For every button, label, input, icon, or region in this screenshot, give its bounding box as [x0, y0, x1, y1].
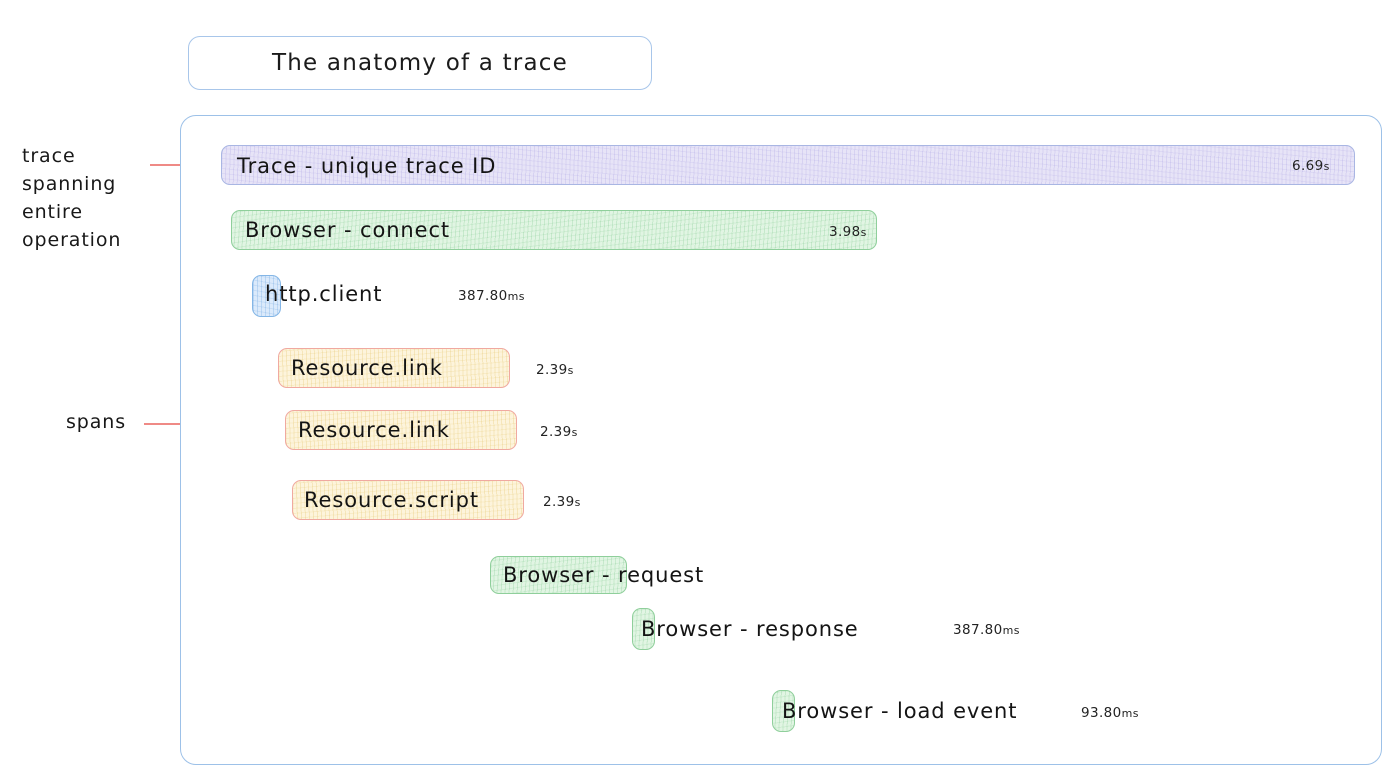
trace-annotation-leader-line	[150, 164, 194, 166]
span-duration-resource-link-1: 2.39s	[536, 362, 574, 378]
page-title: The anatomy of a trace	[272, 50, 568, 76]
span-duration-unit-browser-response: ms	[1002, 624, 1020, 637]
span-label-resource-link-1: Resource.link	[291, 356, 443, 380]
span-duration-value-resource-link-1: 2.39	[536, 362, 568, 378]
span-duration-unit-browser-load-event: ms	[1121, 707, 1139, 720]
span-duration-value-http-client: 387.80	[458, 288, 508, 304]
span-duration-browser-load-event: 93.80ms	[1081, 705, 1139, 721]
span-duration-value-trace-root: 6.69	[1292, 158, 1324, 174]
span-duration-http-client: 387.80ms	[458, 288, 525, 304]
span-bar-resource-link-1[interactable]	[278, 348, 510, 388]
span-duration-unit-http-client: ms	[507, 290, 525, 303]
span-duration-value-browser-response: 387.80	[953, 622, 1003, 638]
span-duration-unit-resource-link-1: s	[567, 364, 574, 377]
span-label-trace-root: Trace - unique trace ID	[237, 154, 497, 178]
span-label-browser-request: Browser - request	[503, 563, 705, 587]
span-duration-unit-trace-root: s	[1323, 160, 1330, 173]
span-label-http-client: http.client	[265, 282, 383, 306]
span-duration-value-resource-script: 2.39	[543, 494, 575, 510]
span-duration-browser-response: 387.80ms	[953, 622, 1020, 638]
diagram-title-card: The anatomy of a trace	[188, 36, 652, 90]
span-duration-resource-script: 2.39s	[543, 494, 581, 510]
span-duration-browser-connect: 3.98s	[829, 224, 867, 240]
span-bar-browser-load-event[interactable]	[772, 690, 795, 732]
span-duration-unit-browser-connect: s	[860, 226, 867, 239]
span-duration-unit-resource-script: s	[574, 496, 581, 509]
span-duration-resource-link-2: 2.39s	[540, 424, 578, 440]
span-label-browser-connect: Browser - connect	[245, 218, 451, 242]
span-label-browser-response: Browser - response	[641, 617, 859, 641]
spans-annotation-leader-line	[144, 423, 212, 425]
span-bar-resource-link-2[interactable]	[285, 410, 517, 450]
span-duration-trace-root: 6.69s	[1292, 158, 1330, 174]
span-duration-value-browser-connect: 3.98	[829, 224, 861, 240]
span-bar-trace-root[interactable]	[221, 145, 1355, 185]
span-label-resource-link-2: Resource.link	[298, 418, 450, 442]
span-label-browser-load-event: Browser - load event	[782, 699, 1018, 723]
span-duration-value-resource-link-2: 2.39	[540, 424, 572, 440]
span-bar-resource-script[interactable]	[292, 480, 524, 520]
span-bar-browser-request[interactable]	[490, 556, 627, 594]
span-duration-value-browser-load-event: 93.80	[1081, 705, 1122, 721]
span-bar-http-client[interactable]	[252, 275, 281, 317]
span-duration-unit-resource-link-2: s	[571, 426, 578, 439]
trace-annotation-label: trace spanning entire operation	[22, 145, 122, 251]
span-bar-browser-response[interactable]	[632, 608, 655, 650]
spans-annotation-label: spans	[66, 411, 127, 433]
span-label-resource-script: Resource.script	[304, 488, 479, 512]
span-bar-browser-connect[interactable]	[231, 210, 877, 250]
